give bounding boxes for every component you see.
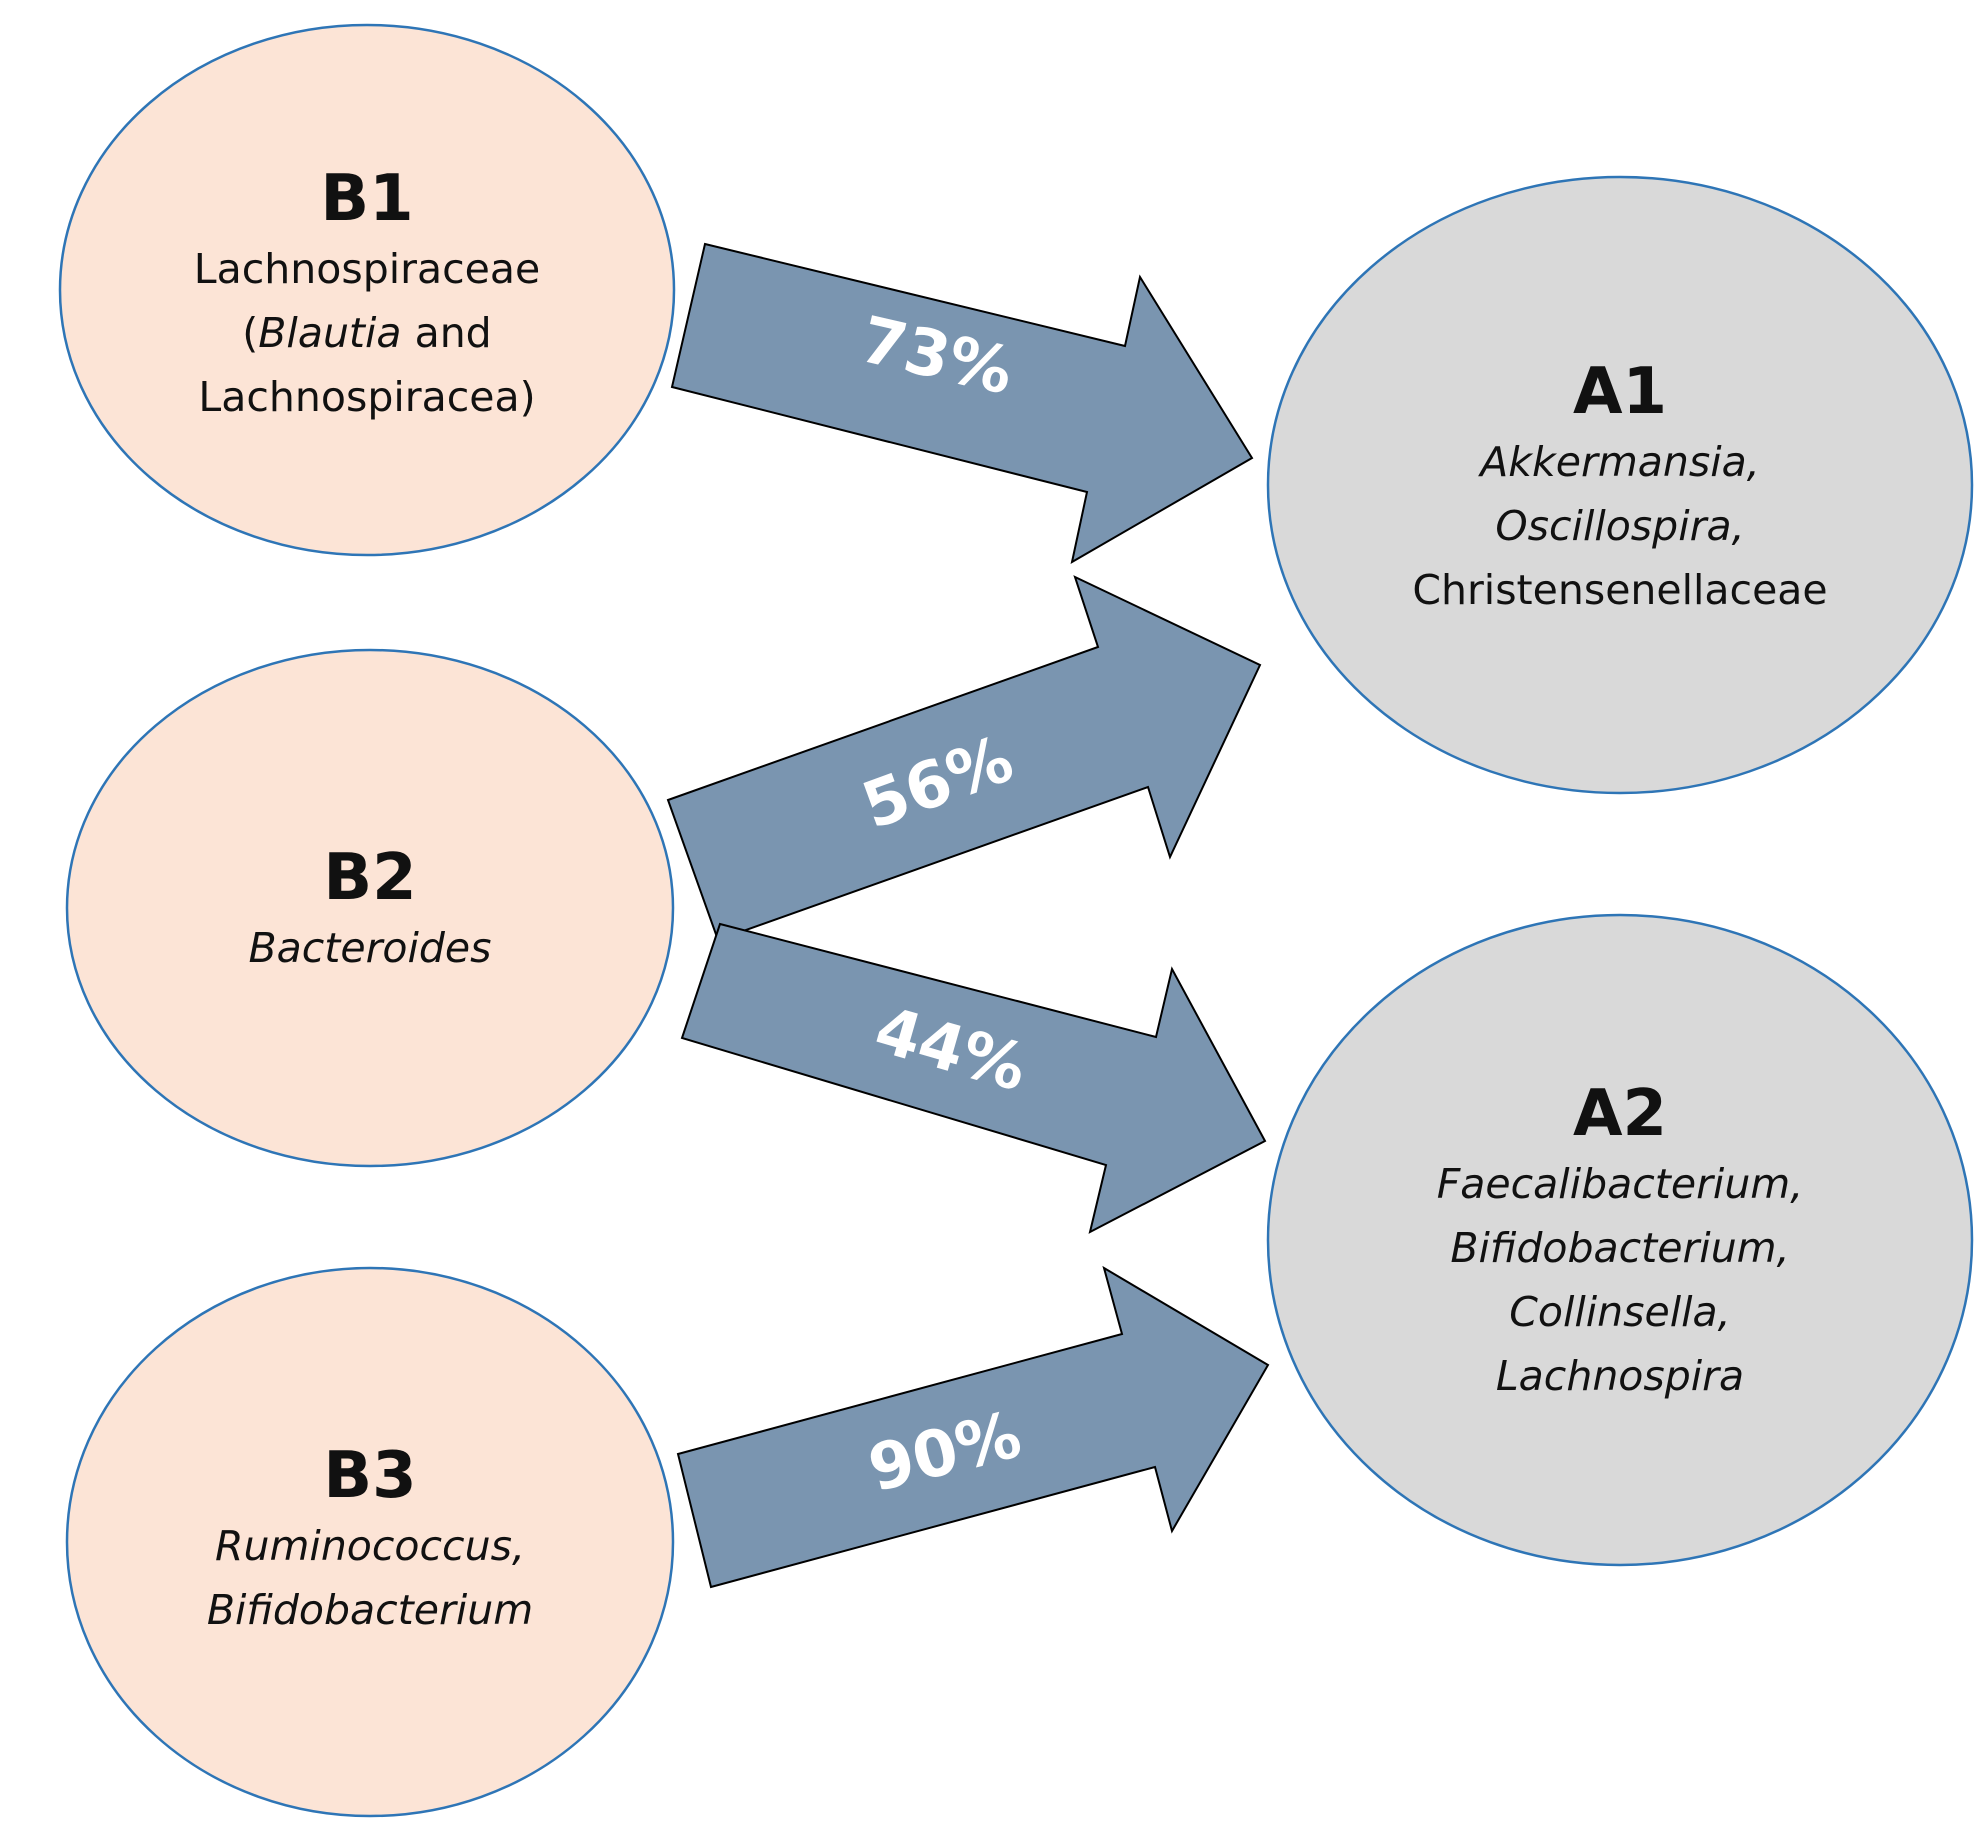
- arrow-b2-a2-shape: [680, 922, 1267, 1234]
- node-a1-line3: Christensenellaceae: [1412, 565, 1828, 614]
- node-b3-line2: Bifidobacterium: [206, 1585, 534, 1634]
- node-a1-ellipse: [1266, 175, 1974, 795]
- node-b1-line2-open: (: [242, 308, 259, 357]
- node-a2-ellipse: [1266, 913, 1974, 1567]
- node-b1-line2: (Blautia and: [117, 301, 617, 365]
- node-b2-line1: Bacteroides: [248, 923, 492, 972]
- node-a2-line1: Faecalibacterium,: [1436, 1159, 1804, 1208]
- node-a2-line2: Bifidobacterium,: [1450, 1223, 1790, 1272]
- node-b2: B2 Bacteroides: [120, 841, 620, 980]
- node-a1-line2: Oscillospira,: [1495, 501, 1745, 550]
- node-b3-line1: Ruminococcus,: [215, 1521, 525, 1570]
- node-b3: B3 Ruminococcus, Bifidobacterium: [120, 1439, 620, 1642]
- node-b1-title: B1: [320, 162, 414, 236]
- node-b1-line2-italic: Blautia: [258, 308, 402, 357]
- node-b3-title: B3: [323, 1439, 417, 1513]
- node-b1: B1 Lachnospiraceae (Blautia and Lachnosp…: [117, 162, 617, 429]
- arrow-b3-a2: 90%: [676, 1265, 1270, 1589]
- node-b2-title: B2: [323, 841, 417, 915]
- arrow-b1-a1-shape: [670, 242, 1254, 564]
- arrow-b3-a2-shape: [676, 1265, 1270, 1589]
- node-a1: A1 Akkermansia, Oscillospira, Christense…: [1320, 355, 1920, 622]
- node-b1-line1: Lachnospiraceae: [193, 244, 541, 293]
- node-a1-title: A1: [1572, 355, 1668, 429]
- arrow-b2-a1-shape: [666, 575, 1262, 942]
- node-b1-line2-rest: and: [401, 308, 492, 357]
- node-b1-line3: Lachnospiracea): [198, 372, 536, 421]
- arrow-b2-a2: 44%: [680, 922, 1267, 1234]
- node-b2-ellipse: [65, 648, 675, 1168]
- node-a2-line4: Lachnospira: [1495, 1351, 1745, 1400]
- node-b3-ellipse: [65, 1266, 675, 1818]
- arrow-b1-a1: 73%: [670, 242, 1254, 564]
- node-a2-title: A2: [1572, 1077, 1668, 1151]
- node-b1-ellipse: [58, 23, 676, 557]
- node-a2-line3: Collinsella,: [1509, 1287, 1731, 1336]
- node-a1-line1: Akkermansia,: [1480, 437, 1760, 486]
- arrow-b2-a1: 56%: [666, 575, 1262, 942]
- node-a2: A2 Faecalibacterium, Bifidobacterium, Co…: [1320, 1077, 1920, 1408]
